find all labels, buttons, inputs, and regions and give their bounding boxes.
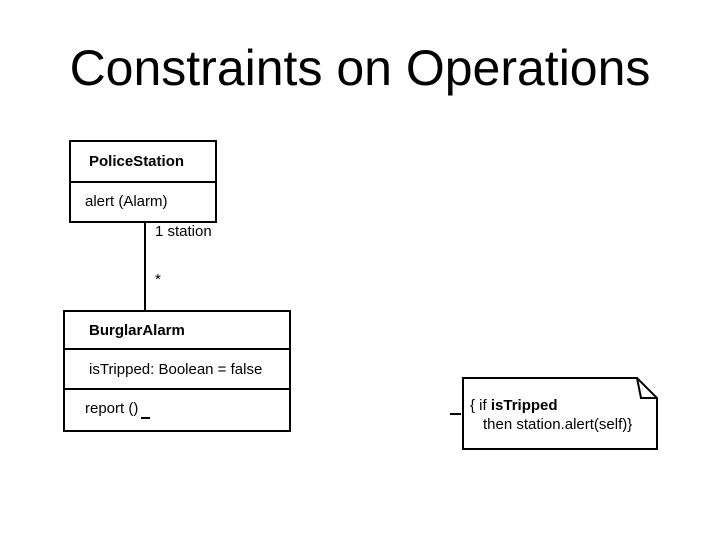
note-constraint-text: { if isTripped then station.alert(self)} <box>470 396 632 434</box>
class-name-burglar-alarm: BurglarAlarm <box>65 312 289 350</box>
class-operation-alert: alert (Alarm) <box>85 192 168 210</box>
slide-title: Constraints on Operations <box>69 40 651 96</box>
note-line1-emphasis: isTripped <box>490 397 558 414</box>
class-box-burglar-alarm: BurglarAlarm isTripped: Boolean = false … <box>63 310 291 432</box>
note-line1-prefix: { if <box>470 397 491 414</box>
note-shape <box>462 377 658 450</box>
association-multiplicity-alarm: * <box>155 271 161 288</box>
class-operation-report: report () <box>85 399 139 417</box>
class-name-police-station: PoliceStation <box>71 142 215 183</box>
class-box-police-station: PoliceStation alert (Alarm) <box>69 140 217 223</box>
association-multiplicity-station: 1 station <box>155 223 212 240</box>
note-line-2: then station.alert(self)} <box>483 416 633 433</box>
note-folded-corner-icon <box>636 377 657 399</box>
association-line <box>144 223 146 310</box>
class-attribute-istripped: isTripped: Boolean = false <box>65 350 289 390</box>
note-connector-dash-right <box>450 413 461 415</box>
note-line-1: { if isTripped <box>470 396 632 415</box>
note-connector-dash-left <box>141 417 150 419</box>
